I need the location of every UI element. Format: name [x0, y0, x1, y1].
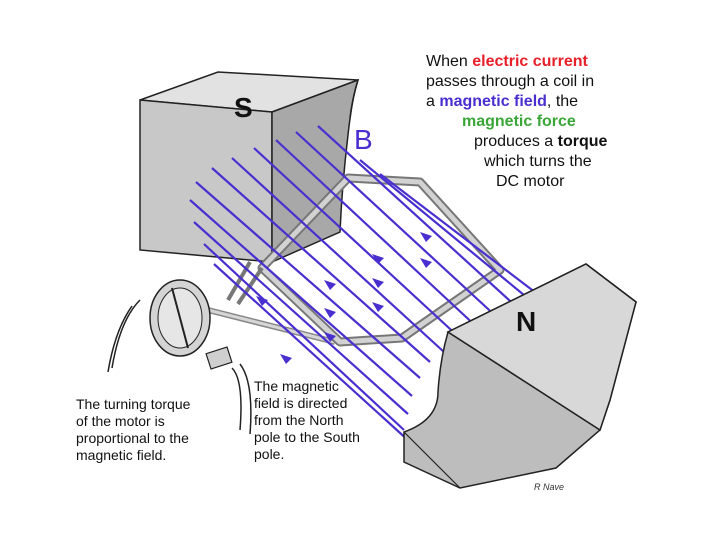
field-line [317, 125, 521, 311]
field-line [213, 263, 411, 443]
north-magnet-icon [403, 263, 638, 489]
field-line [275, 139, 481, 331]
field-arrow-icon [324, 332, 336, 342]
field-line [253, 147, 463, 341]
motor-shaft-icon [199, 305, 336, 345]
field-line [231, 157, 445, 353]
north-pole-label: N [516, 306, 537, 337]
field-line [295, 131, 501, 321]
field-line [189, 199, 413, 397]
field-arrow-icon [372, 278, 384, 288]
torque-note: The turning torque of the motor is propo… [76, 396, 191, 463]
field-line [203, 243, 405, 431]
field-arrow-icon [372, 302, 384, 312]
field-arrow-icon [420, 232, 432, 242]
field-line [211, 167, 431, 363]
field-arrows [256, 232, 432, 364]
field-lines [189, 125, 541, 443]
field-arrow-icon [280, 354, 292, 364]
field-arrow-icon [324, 308, 336, 318]
field-arrow-icon [324, 280, 336, 290]
field-line [195, 181, 421, 379]
description-text: When electric current passes through a c… [426, 53, 608, 190]
magnetic-field-label: B [354, 124, 373, 155]
field-arrow-icon [256, 296, 268, 306]
commutator-icon [107, 279, 252, 435]
south-magnet-icon [139, 71, 360, 264]
field-direction-note: The magnetic field is directed from the … [254, 378, 360, 462]
field-line [193, 221, 409, 415]
south-pole-label: S [234, 92, 253, 123]
field-arrow-icon [420, 258, 432, 268]
author-credit: R Nave [534, 482, 565, 492]
field-line [379, 173, 541, 297]
field-line [359, 159, 531, 301]
field-arrow-icon [372, 254, 384, 264]
